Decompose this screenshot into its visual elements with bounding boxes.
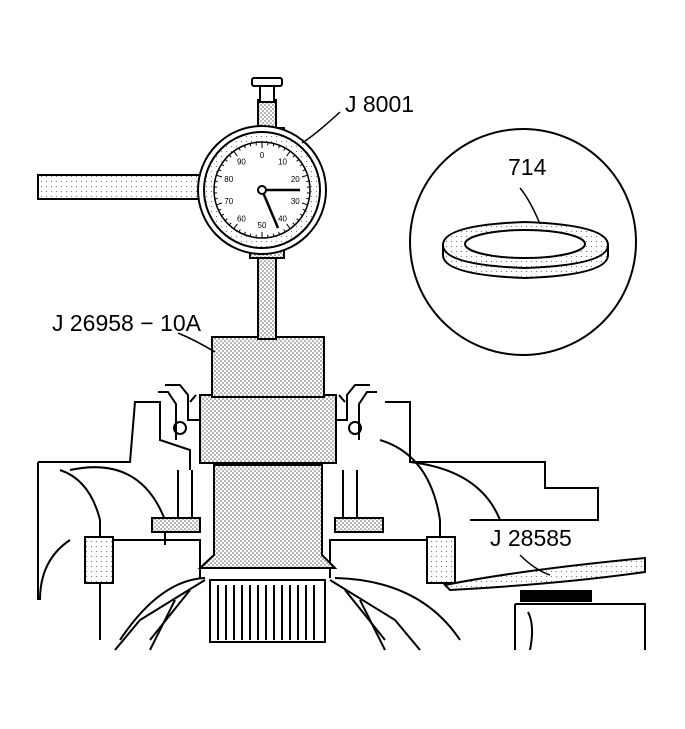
dial-tick (221, 163, 225, 167)
dial-tick (299, 163, 303, 167)
dial-tick (292, 222, 296, 226)
label-gauge-block: J 26958 − 10A (52, 310, 201, 336)
dial-tick (228, 154, 232, 158)
dial-tick (243, 145, 246, 149)
right-housing-block (426, 536, 456, 584)
dial-tick (221, 213, 225, 217)
dial-tick (283, 147, 286, 151)
dial-tick (224, 218, 228, 221)
feeler-gauge-shim (520, 590, 592, 602)
side-gears (114, 579, 421, 651)
dial-tick (243, 231, 246, 235)
label-indicator: J 8001 (345, 91, 415, 117)
dial-tick (301, 174, 308, 178)
dial-number: 20 (291, 175, 300, 184)
feeler-gauge (442, 556, 646, 651)
indicator-stem (257, 254, 277, 340)
dial-number: 40 (278, 214, 287, 223)
dial-tick (224, 159, 228, 162)
gear-teeth (209, 579, 326, 643)
dial-tick (218, 169, 222, 172)
dial-needle-hub (257, 185, 267, 195)
dial-number: 80 (224, 175, 233, 184)
dial-tick (302, 208, 306, 211)
dial-number: 60 (237, 214, 246, 223)
gauge-collar (199, 394, 337, 464)
gauge-lower-shaft (197, 464, 338, 569)
left-seal (151, 384, 201, 533)
dial-number: 70 (224, 197, 233, 206)
dial-tick (238, 229, 241, 233)
dial-tick (296, 218, 300, 221)
dial-tick (306, 197, 310, 200)
dial-tick (278, 231, 281, 235)
dial-tick (216, 202, 223, 206)
dial-tick (233, 223, 238, 230)
gauge-block (211, 336, 325, 398)
dial-number: 0 (260, 151, 265, 160)
dial-tick (238, 147, 241, 151)
dial-tick (228, 222, 232, 226)
leader-lines (177, 111, 551, 576)
indicator-plunger-cap (251, 77, 283, 87)
dial-tick (286, 223, 291, 230)
dial-tick (299, 213, 303, 217)
dial-number: 90 (237, 158, 246, 167)
dial-tick (272, 233, 275, 237)
dial-number: 30 (291, 197, 300, 206)
dial-number: 10 (278, 158, 287, 167)
washer-inset (409, 128, 637, 356)
label-feeler-gauge: J 28585 (490, 525, 572, 551)
dial-tick (272, 143, 275, 147)
dial-tick (214, 180, 218, 183)
dial-tick (278, 145, 281, 149)
dial-tick (302, 169, 306, 172)
support-arm (37, 174, 206, 200)
dial-tick (249, 233, 252, 237)
right-seal (334, 384, 384, 533)
dial-tick (216, 174, 223, 178)
dial-tick (214, 197, 218, 200)
dial-tick (283, 229, 286, 233)
dial-tick (233, 150, 238, 157)
dial-tick (306, 180, 310, 183)
dial-indicator: 0 10 20 30 40 50 60 70 80 90 (197, 125, 327, 255)
dial-tick (296, 159, 300, 162)
dial-tick (301, 202, 308, 206)
left-housing-block (84, 536, 114, 584)
dial-number: 50 (258, 221, 267, 230)
label-washer: 714 (508, 154, 547, 180)
dial-needle-secondary (260, 189, 280, 229)
dial-tick (249, 143, 252, 147)
dial-tick (286, 150, 291, 157)
dial-tick (218, 208, 222, 211)
indicator-plunger-neck (259, 85, 275, 103)
dial-tick (292, 154, 296, 158)
